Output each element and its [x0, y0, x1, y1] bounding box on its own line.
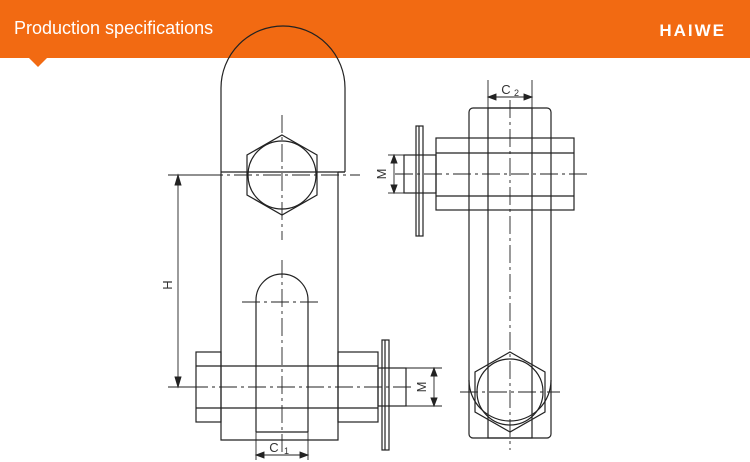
front-view	[195, 25, 407, 451]
c1-subscript: 1	[284, 446, 289, 456]
side-plate-inner	[487, 107, 533, 439]
m-dimension-right	[406, 366, 442, 408]
c2-subscript: 2	[514, 88, 519, 98]
m-dimension-left	[388, 153, 404, 195]
side-view	[403, 107, 575, 439]
c2-dimension	[486, 80, 534, 108]
c1-label: C	[269, 440, 278, 455]
brand-logo: HAIWE	[659, 21, 726, 40]
h-label: H	[160, 280, 175, 289]
side-plate-outer	[468, 107, 552, 439]
header-bar: Production specifications HAIWE	[0, 0, 750, 58]
c1-dimension	[254, 432, 310, 460]
m-label-right: M	[414, 382, 429, 393]
c2-label: C	[501, 82, 510, 97]
h-dimension	[168, 173, 221, 389]
page-title: Production specifications	[14, 18, 214, 38]
m-label-left: M	[374, 169, 389, 180]
front-clevis-outline	[220, 25, 346, 441]
header-pointer	[28, 57, 48, 67]
